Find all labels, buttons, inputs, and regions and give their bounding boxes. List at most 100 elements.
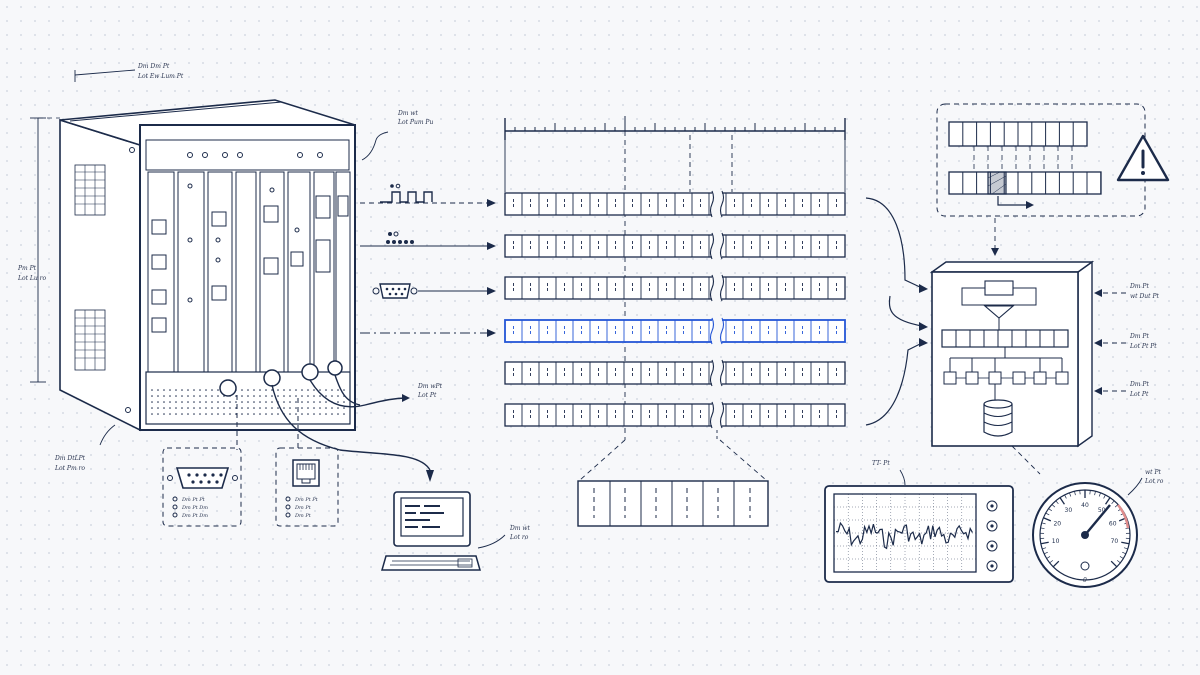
dimension-lines bbox=[30, 69, 136, 383]
grill-hole bbox=[217, 389, 219, 391]
gauge-tick-label: 50 bbox=[1098, 507, 1106, 514]
grill-hole bbox=[301, 389, 303, 391]
grill-hole bbox=[241, 407, 243, 409]
grill-hole bbox=[331, 407, 333, 409]
grill-hole bbox=[193, 407, 195, 409]
grill-hole bbox=[229, 401, 231, 403]
processor-input-1-b: wt Dut Pt bbox=[1130, 293, 1159, 300]
grill-hole bbox=[205, 407, 207, 409]
frame-break-mark bbox=[719, 274, 725, 302]
gauge-tick bbox=[1122, 551, 1127, 555]
gauge-tick bbox=[1064, 494, 1067, 499]
grill-hole bbox=[289, 389, 291, 391]
grill-hole bbox=[283, 389, 285, 391]
error-detection-callout bbox=[936, 103, 1170, 256]
grill-hole bbox=[319, 407, 321, 409]
grill-hole bbox=[175, 413, 177, 415]
grill-hole bbox=[337, 407, 339, 409]
grill-hole bbox=[277, 395, 279, 397]
grill-hole bbox=[247, 395, 249, 397]
grill-hole bbox=[217, 395, 219, 397]
gauge-tick-label: 70 bbox=[1111, 538, 1119, 545]
grill-hole bbox=[193, 401, 195, 403]
frame-break-gap bbox=[712, 318, 722, 344]
serial-line-1: Dm Pt Pt bbox=[181, 497, 206, 503]
frame-break-mark bbox=[719, 190, 725, 218]
grill-hole bbox=[313, 401, 315, 403]
dot-pattern-icon bbox=[386, 231, 414, 244]
rack-top-note-2: Lot Pum Pu bbox=[397, 119, 433, 126]
frame-break-mark bbox=[709, 190, 715, 218]
grill-hole bbox=[271, 401, 273, 403]
grill-hole bbox=[193, 413, 195, 415]
grill-hole bbox=[205, 413, 207, 415]
signal-inputs bbox=[360, 183, 496, 337]
frame-break-mark bbox=[709, 401, 715, 429]
grill-hole bbox=[295, 389, 297, 391]
rack-base-note-2: Lot Pm ro bbox=[54, 465, 85, 472]
grill-hole bbox=[289, 401, 291, 403]
terminal-cables bbox=[271, 374, 434, 482]
grill-hole bbox=[301, 395, 303, 397]
grill-hole bbox=[343, 413, 345, 415]
gauge-tick bbox=[1105, 497, 1111, 505]
grill-hole bbox=[253, 413, 255, 415]
grill-hole bbox=[259, 407, 261, 409]
grill-hole bbox=[325, 413, 327, 415]
ethernet-line-2: Dm Pt bbox=[294, 505, 312, 511]
grill-hole bbox=[313, 389, 315, 391]
grill-hole bbox=[241, 401, 243, 403]
grill-hole bbox=[181, 389, 183, 391]
gauge-tick bbox=[1116, 560, 1121, 564]
rack-side-panel bbox=[59, 118, 141, 432]
grill-hole bbox=[193, 389, 195, 391]
frame-break-mark bbox=[709, 232, 715, 260]
grill-hole bbox=[211, 395, 213, 397]
grill-hole bbox=[313, 413, 315, 415]
grill-hole bbox=[187, 401, 189, 403]
grill-hole bbox=[283, 401, 285, 403]
grill-hole bbox=[283, 395, 285, 397]
grill-hole bbox=[169, 407, 171, 409]
grill-hole bbox=[169, 389, 171, 391]
grill-hole bbox=[307, 389, 309, 391]
grill-hole bbox=[271, 389, 273, 391]
grill-hole bbox=[337, 395, 339, 397]
gauge-tick bbox=[1125, 527, 1130, 529]
grill-hole bbox=[247, 413, 249, 415]
grill-hole bbox=[193, 395, 195, 397]
grill-hole bbox=[259, 401, 261, 403]
grill-hole bbox=[277, 389, 279, 391]
grill-hole bbox=[181, 401, 183, 403]
grill-hole bbox=[259, 413, 261, 415]
gauge-tick bbox=[1052, 560, 1060, 568]
grill-hole bbox=[181, 413, 183, 415]
frame-break-gap bbox=[712, 402, 722, 428]
gauge-tick-label: 10 bbox=[1052, 538, 1060, 545]
grill-hole bbox=[265, 389, 267, 391]
grill-hole bbox=[157, 413, 159, 415]
grill-hole bbox=[307, 401, 309, 403]
frame-break-mark bbox=[709, 317, 715, 345]
serial-port-icon bbox=[167, 467, 238, 489]
grill-hole bbox=[325, 395, 327, 397]
frame-break-mark bbox=[719, 359, 725, 387]
gauge-tick bbox=[1123, 547, 1128, 550]
grill-hole bbox=[337, 401, 339, 403]
grill-hole bbox=[313, 395, 315, 397]
warning-icon bbox=[1116, 134, 1170, 182]
gauge-tick bbox=[1045, 512, 1050, 516]
grill-hole bbox=[175, 395, 177, 397]
gauge-tick bbox=[1074, 491, 1076, 496]
grill-hole bbox=[205, 389, 207, 391]
zoomed-frame bbox=[577, 480, 769, 527]
grill-hole bbox=[187, 413, 189, 415]
ethernet-line-3: Dm Pt bbox=[294, 513, 312, 519]
processor-input-3-a: Dm Pt bbox=[1129, 381, 1149, 388]
gauge-tick-label: 20 bbox=[1053, 521, 1061, 528]
error-bit bbox=[987, 171, 1007, 195]
grill-hole bbox=[217, 407, 219, 409]
frame-break-mark bbox=[709, 274, 715, 302]
received-register bbox=[948, 171, 1102, 195]
